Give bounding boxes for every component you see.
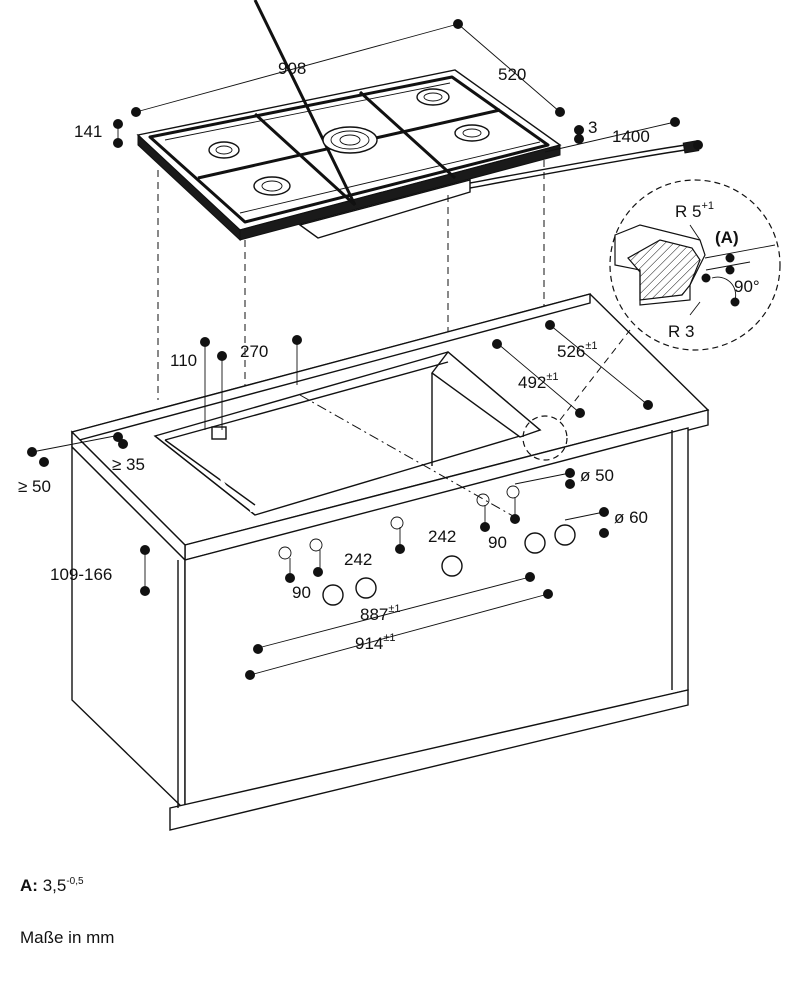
dim-242b: 242 bbox=[428, 527, 456, 546]
dim-270: 270 bbox=[240, 342, 268, 361]
dim-knob: ø 60 bbox=[614, 508, 648, 527]
dim-glass-edge: 3 bbox=[588, 118, 597, 137]
legend-a-key: A: bbox=[20, 876, 38, 895]
detail-label-a: (A) bbox=[715, 228, 739, 247]
dim-knob-hole: ø 50 bbox=[580, 466, 614, 485]
dim-min35: ≥ 35 bbox=[112, 455, 145, 474]
dim-242a: 242 bbox=[344, 550, 372, 569]
dim-887: 887±1 bbox=[360, 603, 401, 624]
installation-diagram: 908 520 141 3 1400 bbox=[18, 0, 781, 831]
legend-a: A: 3,5-0,5 bbox=[20, 870, 420, 898]
dim-90b: 90 bbox=[488, 533, 507, 552]
dim-90a: 90 bbox=[292, 583, 311, 602]
detail-radius-top: R 5+1 bbox=[675, 200, 714, 221]
burner-front-right bbox=[454, 124, 490, 142]
cooktop bbox=[136, 0, 700, 242]
burner-rear-left bbox=[208, 141, 240, 159]
cabinet bbox=[70, 293, 710, 831]
burner-rear-right bbox=[416, 88, 450, 106]
dim-110: 110 bbox=[170, 351, 197, 370]
hob-dimensions bbox=[113, 19, 703, 153]
burner-front-left bbox=[253, 176, 291, 196]
dim-height: 141 bbox=[74, 122, 102, 141]
power-cable bbox=[469, 149, 686, 189]
burner-wok-center bbox=[322, 126, 378, 154]
detail-angle: 90° bbox=[734, 277, 760, 296]
legend: A: 3,5-0,5 Maße in mm bbox=[20, 870, 420, 978]
dim-range: 109-166 bbox=[50, 565, 112, 584]
detail-radius-bottom: R 3 bbox=[668, 322, 694, 341]
control-knobs bbox=[278, 485, 576, 606]
dim-depth: 520 bbox=[498, 65, 526, 84]
legend-a-value: 3,5 bbox=[42, 876, 67, 895]
cabinet-dimensions bbox=[27, 320, 653, 680]
legend-units: Maße in mm bbox=[20, 928, 115, 947]
dim-width: 908 bbox=[278, 59, 306, 78]
legend-a-tolerance: -0,5 bbox=[66, 876, 84, 887]
dim-cable: 1400 bbox=[612, 127, 650, 146]
dim-526: 526±1 bbox=[557, 340, 598, 361]
dim-914: 914±1 bbox=[355, 632, 396, 653]
dim-min50: ≥ 50 bbox=[18, 477, 51, 496]
detail-view bbox=[522, 179, 781, 461]
dim-492: 492±1 bbox=[518, 371, 559, 392]
